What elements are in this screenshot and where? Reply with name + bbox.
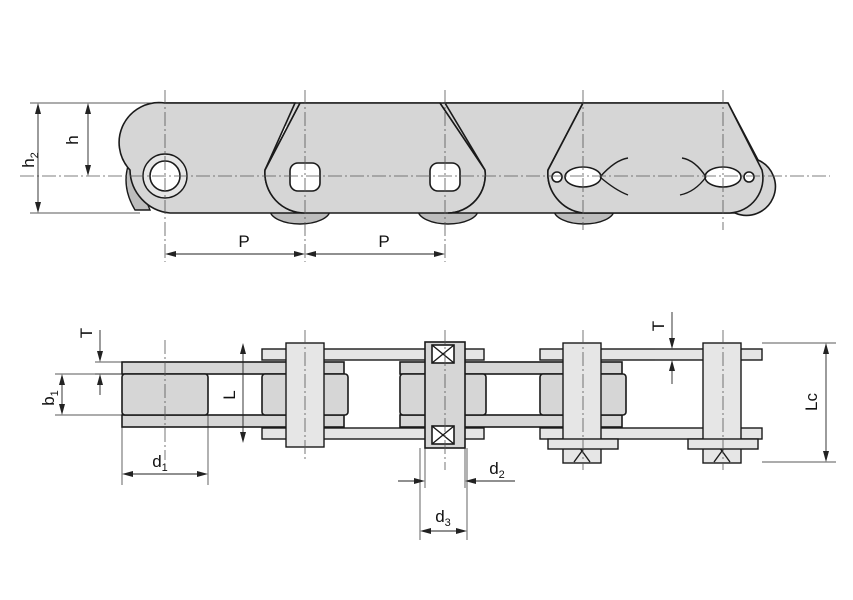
- dim-d2: d2: [398, 448, 515, 488]
- dim-d3: d3: [419, 448, 468, 540]
- svg-text:b1: b1: [39, 390, 61, 406]
- dim-l: L: [220, 343, 246, 443]
- label-h: h: [63, 135, 82, 144]
- side-view: h2 h P P: [19, 90, 830, 262]
- dim-lc: Lc: [762, 342, 836, 463]
- label-d3: d: [435, 507, 444, 526]
- label-t-right: T: [649, 321, 668, 331]
- svg-text:d2: d2: [489, 459, 505, 481]
- dim-t-right: T: [649, 312, 680, 384]
- dim-pitch: P P: [165, 232, 445, 257]
- dim-h: h: [63, 103, 91, 176]
- svg-text:d1: d1: [152, 452, 168, 474]
- dim-t-left: T: [77, 328, 122, 395]
- dim-b1: b1: [39, 373, 122, 416]
- svg-text:h2: h2: [19, 152, 41, 168]
- label-l: L: [220, 390, 239, 399]
- label-p1: P: [238, 232, 249, 251]
- label-d1: d: [152, 452, 161, 471]
- label-lc: Lc: [802, 393, 821, 411]
- top-rollers: [121, 373, 627, 416]
- label-h2: h: [19, 158, 38, 167]
- svg-text:d3: d3: [435, 507, 451, 529]
- dim-h2: h2: [19, 102, 165, 214]
- label-b1: b: [39, 396, 58, 405]
- dim-d1: d1: [121, 415, 209, 485]
- label-p2: P: [378, 232, 389, 251]
- top-outer-plates: [261, 348, 763, 440]
- top-view: T b1 L d1: [39, 312, 836, 540]
- label-d2: d: [489, 459, 498, 478]
- label-t-left: T: [77, 328, 96, 338]
